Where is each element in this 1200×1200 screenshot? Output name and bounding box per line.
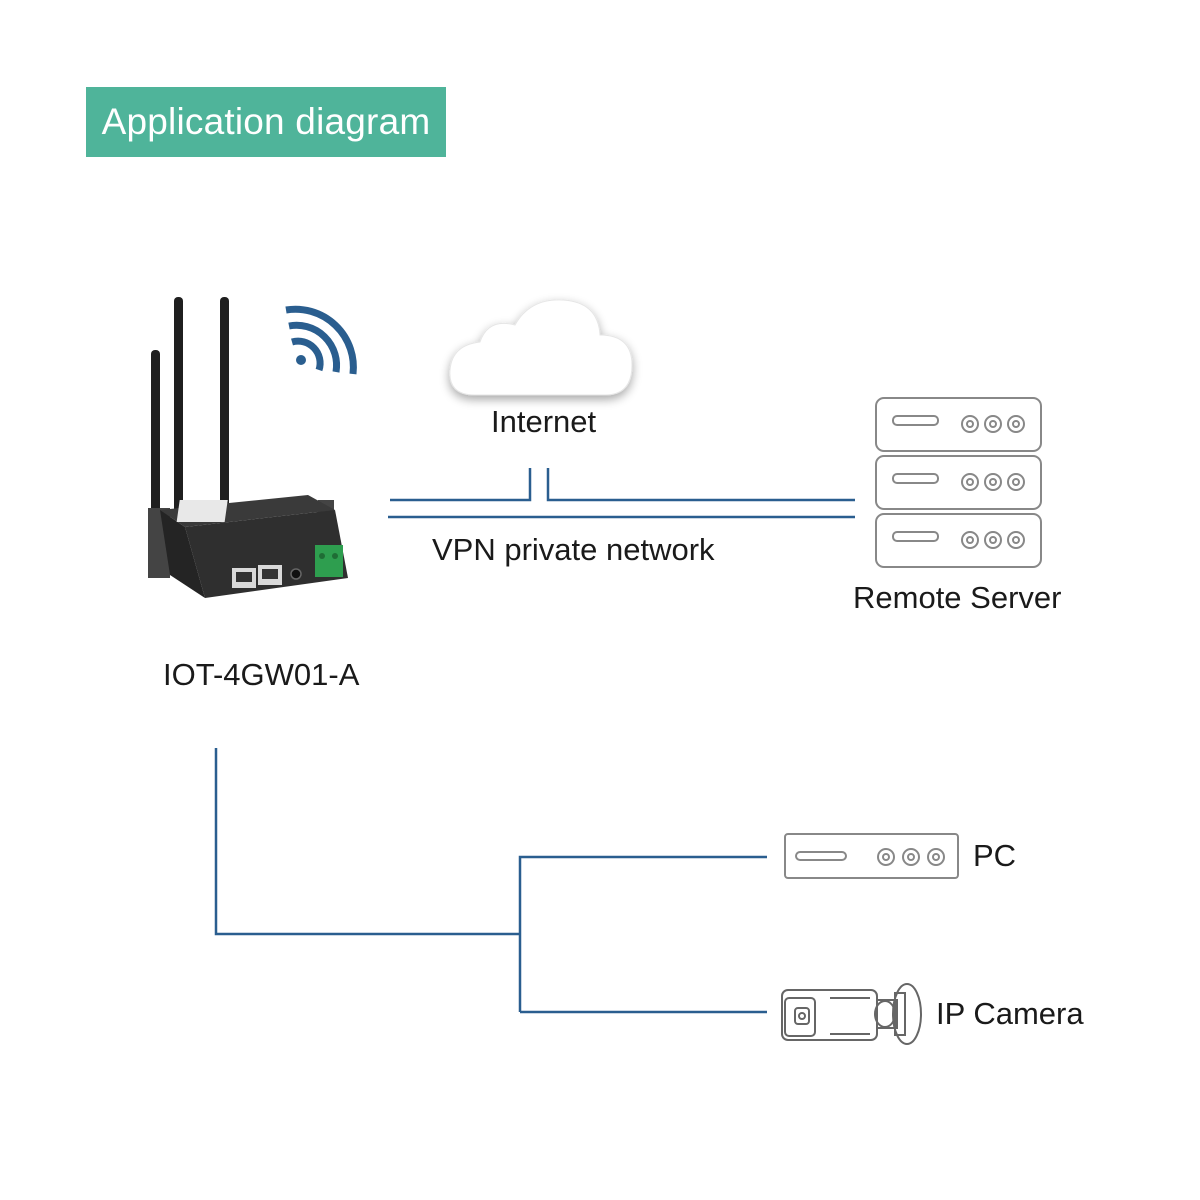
- diagram-title: Application diagram: [86, 87, 446, 157]
- terminal-screw-1: [319, 553, 325, 559]
- antenna-right: [220, 297, 229, 509]
- port-hole-wan: [236, 572, 252, 582]
- port-hole-lan: [262, 569, 278, 579]
- internet-link-right: [546, 468, 855, 502]
- wifi-signal-icon: [285, 305, 357, 375]
- ip-camera-icon: [781, 983, 922, 1045]
- remote-server-label: Remote Server: [853, 580, 1062, 615]
- pc-label: PC: [973, 838, 1017, 873]
- terminal-block: [315, 545, 343, 577]
- lan-trunk: [214, 748, 520, 936]
- pc-icon: [784, 833, 959, 879]
- router-front: [185, 510, 348, 598]
- cloud-icon: [449, 299, 633, 396]
- ip-camera-label: IP Camera: [936, 996, 1084, 1031]
- lan-branch-pc: [518, 855, 767, 1012]
- terminal-screw-2: [332, 553, 338, 559]
- connection-lines: [214, 468, 855, 1014]
- power-jack: [290, 568, 302, 580]
- vpn-label: VPN private network: [432, 532, 715, 567]
- antenna-middle: [174, 297, 183, 512]
- server-rack-icon: [875, 397, 1042, 568]
- router-icon: [148, 297, 348, 598]
- antenna-left: [151, 350, 160, 515]
- router-side: [160, 510, 205, 598]
- internet-link-left: [390, 468, 532, 502]
- router-sticker: [176, 500, 228, 522]
- router-label: IOT-4GW01-A: [163, 657, 360, 692]
- internet-label: Internet: [491, 404, 597, 439]
